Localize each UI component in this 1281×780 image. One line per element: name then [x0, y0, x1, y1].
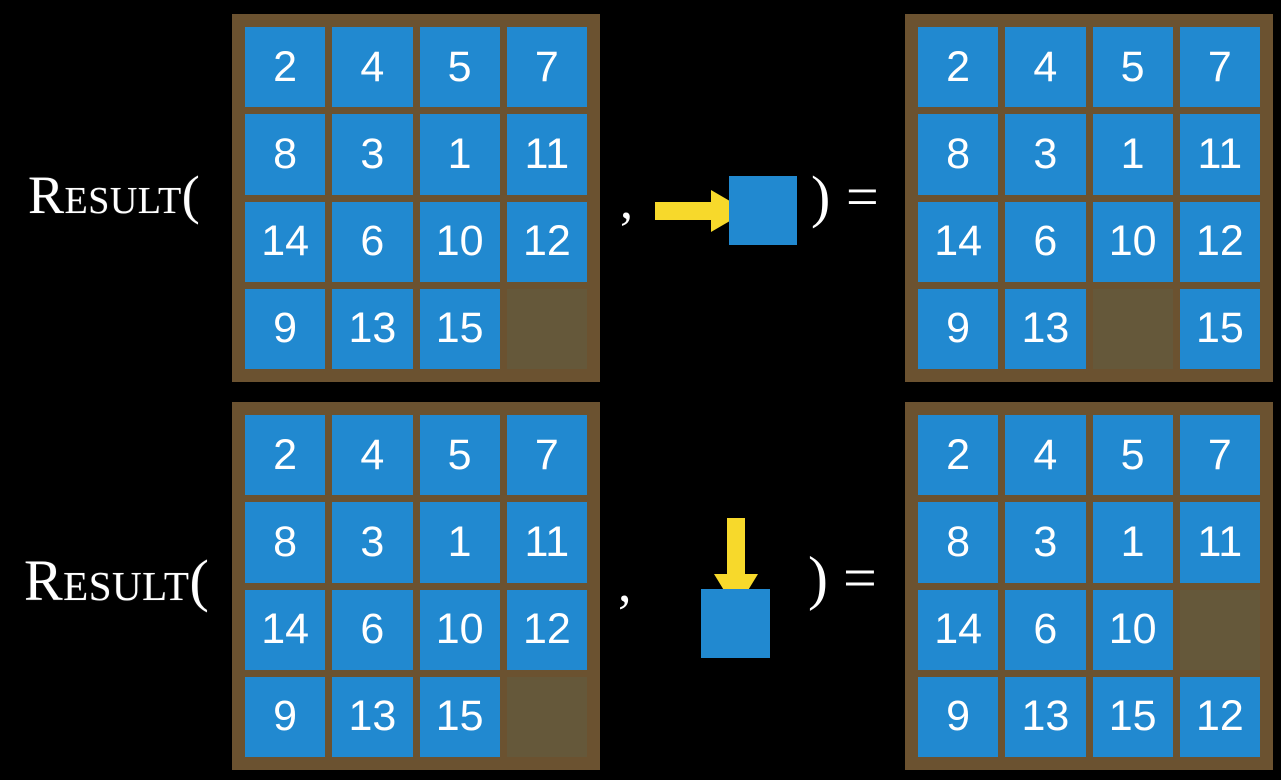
blank-tile-operand-top [729, 176, 797, 245]
tile: 4 [332, 415, 413, 496]
tile: 8 [918, 114, 999, 195]
tile: 10 [419, 589, 500, 670]
tile: 12 [506, 201, 587, 282]
tile: 8 [918, 502, 999, 583]
tile: 8 [245, 114, 326, 195]
tile: 5 [1092, 415, 1173, 496]
tile: 9 [245, 288, 326, 369]
tile: 10 [1092, 201, 1173, 282]
tile: 12 [506, 589, 587, 670]
tile: 11 [506, 502, 587, 583]
tile: 7 [1179, 415, 1260, 496]
tile: 2 [918, 415, 999, 496]
tile: 5 [1092, 27, 1173, 108]
tile: 4 [1005, 27, 1086, 108]
tile: 3 [1005, 114, 1086, 195]
tile: 2 [918, 27, 999, 108]
tile: 5 [419, 415, 500, 496]
tile: 2 [245, 415, 326, 496]
tile: 14 [245, 589, 326, 670]
equals-sign-bottom: = [843, 545, 877, 611]
tile: 3 [1005, 502, 1086, 583]
tile: 3 [332, 502, 413, 583]
tile: 7 [506, 415, 587, 496]
tile: 1 [419, 502, 500, 583]
tile: 14 [918, 201, 999, 282]
tile: 7 [506, 27, 587, 108]
result-state-board-bottom: 2 4 5 7 8 3 1 11 14 6 10 9 13 15 12 [905, 402, 1273, 770]
tile: 1 [419, 114, 500, 195]
tile: 8 [245, 502, 326, 583]
argument-separator-comma-top: , [620, 173, 633, 230]
tile: 9 [918, 288, 999, 369]
empty-slot [1179, 589, 1260, 670]
tile: 9 [918, 676, 999, 757]
equation-row-move-right: Result( 2 4 5 7 8 3 1 11 14 6 10 12 9 13… [28, 14, 1273, 382]
tile: 15 [419, 288, 500, 369]
tile: 5 [419, 27, 500, 108]
tile: 1 [1092, 114, 1173, 195]
tile: 6 [1005, 589, 1086, 670]
tile: 11 [506, 114, 587, 195]
tile: 12 [1179, 201, 1260, 282]
tile: 13 [332, 676, 413, 757]
empty-slot [506, 288, 587, 369]
tile: 6 [332, 201, 413, 282]
tile: 11 [1179, 502, 1260, 583]
initial-state-board-bottom: 2 4 5 7 8 3 1 11 14 6 10 12 9 13 15 [232, 402, 600, 770]
tile: 13 [1005, 288, 1086, 369]
result-state-board-top: 2 4 5 7 8 3 1 11 14 6 10 12 9 13 15 [905, 14, 1273, 382]
tile: 1 [1092, 502, 1173, 583]
tile: 4 [332, 27, 413, 108]
right-arrow-icon [655, 190, 747, 232]
argument-separator-comma-bottom: , [618, 553, 632, 613]
initial-state-board-top: 2 4 5 7 8 3 1 11 14 6 10 12 9 13 15 [232, 14, 600, 382]
tile: 6 [1005, 201, 1086, 282]
tile: 15 [1092, 676, 1173, 757]
equals-sign-top: = [846, 164, 879, 229]
tile: 7 [1179, 27, 1260, 108]
tile: 14 [918, 589, 999, 670]
tile: 6 [332, 589, 413, 670]
equation-row-move-down: Result( 2 4 5 7 8 3 1 11 14 6 10 12 9 13… [0, 392, 1281, 780]
tile: 14 [245, 201, 326, 282]
close-paren-bottom: ) [808, 545, 828, 611]
down-arrow-icon [714, 518, 758, 610]
empty-slot [506, 676, 587, 757]
empty-slot [1092, 288, 1173, 369]
tile: 15 [1179, 288, 1260, 369]
close-paren-top: ) [811, 164, 831, 229]
blank-tile-operand-bottom [701, 589, 770, 658]
tile: 2 [245, 27, 326, 108]
result-function-label-bottom: Result( [24, 548, 210, 613]
tile: 12 [1179, 676, 1260, 757]
tile: 4 [1005, 415, 1086, 496]
tile: 13 [332, 288, 413, 369]
tile: 15 [419, 676, 500, 757]
result-function-label-top: Result( [28, 165, 201, 225]
tile: 13 [1005, 676, 1086, 757]
tile: 10 [1092, 589, 1173, 670]
tile: 3 [332, 114, 413, 195]
tile: 11 [1179, 114, 1260, 195]
tile: 10 [419, 201, 500, 282]
tile: 9 [245, 676, 326, 757]
